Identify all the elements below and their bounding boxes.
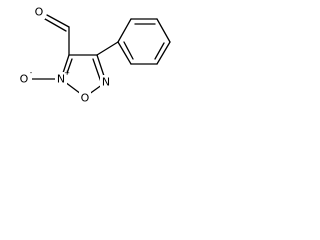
- aldehyde-co-double-bond-a: [46, 14, 70, 28]
- ring-oxygen-label: O: [81, 92, 90, 105]
- phenyl-bond-3: [156, 18, 171, 43]
- ring-nitrogen-oxide-charge: +: [64, 69, 70, 77]
- ring-nitrogen-oxide-mask: [55, 72, 67, 86]
- aldehyde-oxygen-label: O: [35, 6, 44, 19]
- phenyl-bond-1: [117, 18, 132, 43]
- n-oxide-oxygen-label: O: [20, 73, 29, 86]
- n-oxide-oxygen-charge: -: [30, 69, 33, 77]
- ring-to-phenyl-bond: [96, 41, 119, 56]
- ring-oxygen-mask: [79, 91, 91, 105]
- ring-c4-n-double-bond-b: [92, 58, 102, 83]
- phenyl-bond-4: [156, 41, 171, 65]
- phenyl-bond-6: [117, 41, 132, 65]
- n-oxide-oxygen-mask: [18, 72, 32, 86]
- ring-nitrogen-mask: [100, 75, 112, 89]
- chemical-structure-diagram: O O - N + O N: [18, 5, 171, 105]
- aldehyde-oxygen-mask: [33, 5, 45, 19]
- ring-nitrogen-oxide-label: N: [57, 73, 65, 86]
- aldehyde-co-double-bond-b: [44, 18, 67, 32]
- ring-nitrogen-label: N: [102, 76, 110, 89]
- phenyl-inner-bond-b: [154, 42, 165, 60]
- phenyl-inner-bond-c: [123, 41, 134, 60]
